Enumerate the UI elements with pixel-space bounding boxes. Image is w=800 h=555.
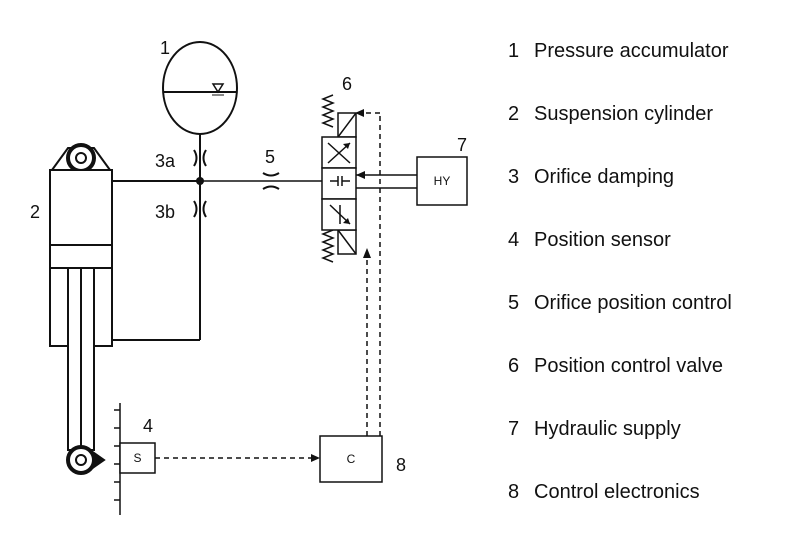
legend-item-4: 4 Position sensor [508,225,798,288]
hydraulic-suspension-diagram: S HY C 1 2 3a 3b 4 5 6 7 8 [30,38,468,515]
legend-number: 3 [508,166,520,188]
legend: 1 Pressure accumulator 2 Suspension cylind… [508,36,798,540]
legend-item-2: 2 Suspension cylinder [508,99,798,162]
legend-text: Suspension cylinder [534,103,713,125]
signal-lines [155,112,381,459]
legend-text: Position control valve [534,355,723,377]
suspension-cylinder [49,143,113,475]
signal-arrowheads [311,109,371,462]
orifice-3b [193,200,207,218]
control-electronics-box [319,435,383,483]
callout-2: 2 [30,202,40,222]
legend-item-8: 8 Control electronics [508,477,798,540]
callout-5: 5 [265,147,275,167]
supply-arrowhead [356,171,365,179]
orifice-3a [193,149,207,167]
legend-text: Control electronics [534,481,700,503]
legend-number: 5 [508,292,520,314]
callout-1: 1 [160,38,170,58]
legend-text: Pressure accumulator [534,40,729,62]
legend-number: 6 [508,355,520,377]
callout-3a: 3a [155,151,176,171]
legend-item-5: 5 Orifice position control [508,288,798,351]
orifice-5 [262,172,280,190]
position-control-valve [320,94,357,263]
callout-7: 7 [457,135,467,155]
legend-number: 1 [508,40,520,62]
hydraulic-supply-box [416,156,468,206]
supply-box-label: HY [434,174,451,188]
legend-text: Position sensor [534,229,671,251]
sensor-box-label: S [133,451,141,465]
legend-item-7: 7 Hydraulic supply [508,414,798,477]
pressure-accumulator [162,41,238,135]
legend-number: 7 [508,418,520,440]
callout-3b: 3b [155,202,175,222]
legend-text: Hydraulic supply [534,418,681,440]
legend-number: 2 [508,103,520,125]
legend-item-1: 1 Pressure accumulator [508,36,798,99]
supply-lines [356,174,417,189]
legend-item-6: 6 Position control valve [508,351,798,414]
junction-node [196,177,204,185]
callout-6: 6 [342,74,352,94]
valve-arrowheads [343,143,350,224]
callout-8: 8 [396,455,406,475]
legend-item-3: 3 Orifice damping [508,162,798,225]
legend-number: 8 [508,481,520,503]
electronics-box-label: C [347,452,356,466]
hydraulic-lines [112,134,322,341]
callout-4: 4 [143,416,153,436]
legend-number: 4 [508,229,520,251]
legend-text: Orifice position control [534,292,732,314]
legend-text: Orifice damping [534,166,675,188]
